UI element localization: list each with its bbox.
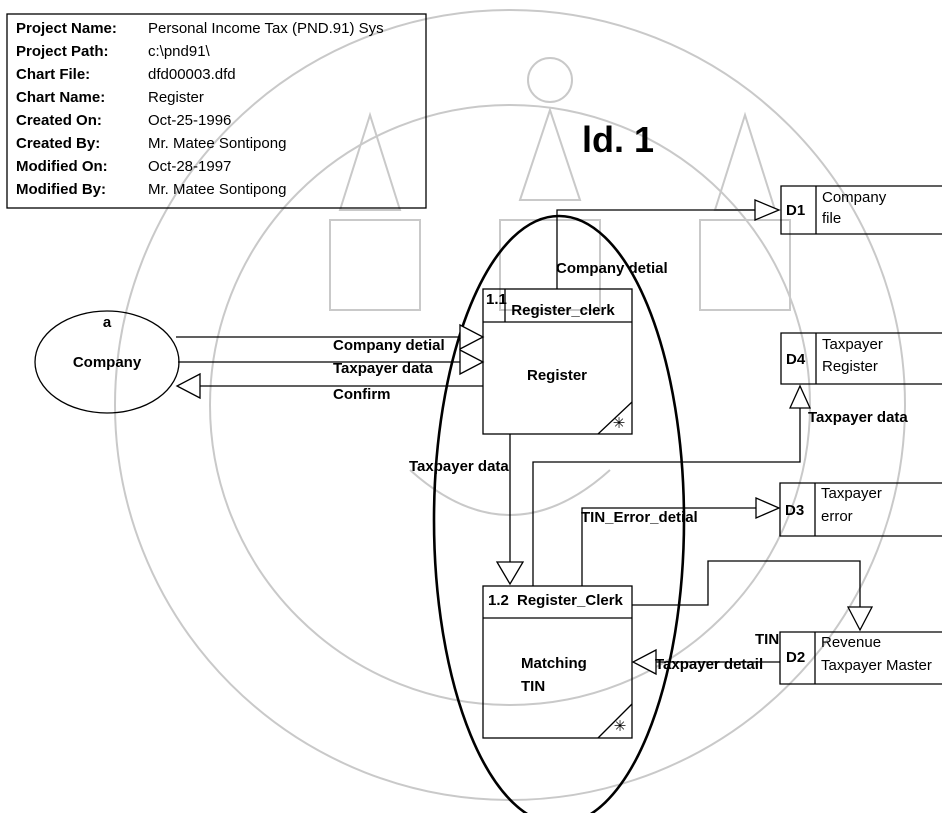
process-1-1: 1.1 Register_clerk Register ✳ <box>482 288 633 435</box>
info-value-chart-file: dfd00003.dfd <box>148 66 236 83</box>
info-value-chart-name: Register <box>148 89 204 106</box>
info-label-modified-on: Modified On: <box>16 158 108 175</box>
store-d2-id: D2 <box>786 649 805 666</box>
data-store-d2: D2 Revenue Taxpayer Master <box>779 631 942 685</box>
store-d3-name-line-1: Taxpayer <box>821 485 882 502</box>
figure-label: ld. 1 <box>582 119 654 160</box>
seal-watermark <box>114 9 906 801</box>
project-info-box: Project Name: Personal Income Tax (PND.9… <box>6 13 427 209</box>
flow-label-taxpayer-data-to-1-2: Taxpayer data <box>409 458 509 475</box>
flow-label-taxpayer-data-in: Taxpayer data <box>333 360 433 377</box>
info-value-created-by: Mr. Matee Sontipong <box>148 135 286 152</box>
store-d3-name-line-2: error <box>821 508 853 525</box>
flow-label-taxpayer-data-to-d4: Taxpayer data <box>808 409 908 426</box>
info-value-modified-on: Oct-28-1997 <box>148 158 231 175</box>
info-box-border <box>6 13 427 209</box>
flow-label-tin: TIN <box>755 631 779 648</box>
data-store-d1: D1 Company file <box>780 185 942 235</box>
info-label-modified-by: Modified By: <box>16 181 106 198</box>
process-1-2: 1.2 Register_Clerk Matching TIN ✳ <box>482 585 633 739</box>
store-d1-name-line-2: file <box>822 210 841 227</box>
info-label-project-path: Project Path: <box>16 43 109 60</box>
info-value-created-on: Oct-25-1996 <box>148 112 231 129</box>
entity-id: a <box>103 314 112 331</box>
flow-taxpayer-data-in: Taxpayer data <box>178 348 485 377</box>
flow-label-confirm-out: Confirm <box>333 386 391 403</box>
flow-confirm-out: Confirm <box>175 372 483 403</box>
data-store-d3: D3 Taxpayer error <box>779 482 942 537</box>
flow-label-company-detial-in: Company detial <box>333 337 445 354</box>
info-label-project-name: Project Name: <box>16 20 117 37</box>
process-1-2-name-line-1: Matching <box>521 655 587 672</box>
process-1-1-id: 1.1 <box>486 291 507 308</box>
store-d1-id: D1 <box>786 202 805 219</box>
info-label-created-on: Created On: <box>16 112 102 129</box>
process-1-1-actor: Register_clerk <box>511 302 615 319</box>
entity-name: Company <box>73 354 142 371</box>
data-store-d4: D4 Taxpayer Register <box>780 332 942 385</box>
flow-taxpayer-detail: Taxpayer detail <box>631 648 780 676</box>
highlight-oval <box>432 214 686 813</box>
store-d3-id: D3 <box>785 502 804 519</box>
flow-label-taxpayer-detail: Taxpayer detail <box>655 656 763 673</box>
flow-tin-error-detial: TIN_Error_detial <box>581 497 781 586</box>
flow-company-detial-in: Company detial <box>176 323 485 354</box>
flow-taxpayer-data-to-1-2: Taxpayer data <box>409 434 525 586</box>
flow-company-detial-to-d1: Company detial <box>556 199 781 289</box>
store-d4-name-line-2: Register <box>822 358 878 375</box>
process-1-2-name-line-2: TIN <box>521 678 545 695</box>
store-d4-name-line-1: Taxpayer <box>822 336 883 353</box>
flow-label-company-detial-to-d1: Company detial <box>556 260 668 277</box>
info-label-chart-name: Chart Name: <box>16 89 105 106</box>
store-d4-id: D4 <box>786 351 806 368</box>
process-1-2-actor: Register_Clerk <box>517 592 624 609</box>
flow-label-tin-error-detial: TIN_Error_detial <box>581 509 698 526</box>
external-entity-company: a Company <box>34 310 180 414</box>
store-d1-name-line-1: Company <box>822 189 887 206</box>
store-d2-name-line-1: Revenue <box>821 634 881 651</box>
process-1-2-marker-icon: ✳ <box>614 718 627 735</box>
flow-taxpayer-data-to-d4: Taxpayer data <box>532 384 908 586</box>
info-value-project-path: c:\pnd91\ <box>148 43 211 60</box>
info-label-chart-file: Chart File: <box>16 66 90 83</box>
info-label-created-by: Created By: <box>16 135 100 152</box>
info-value-project-name: Personal Income Tax (PND.91) Sys <box>148 20 384 37</box>
store-d2-name-line-2: Taxpayer Master <box>821 657 932 674</box>
info-value-modified-by: Mr. Matee Sontipong <box>148 181 286 198</box>
process-1-2-id: 1.2 <box>488 592 509 609</box>
flow-tin: TIN <box>632 560 874 648</box>
process-1-1-name: Register <box>527 367 587 384</box>
process-1-1-marker-icon: ✳ <box>613 415 626 432</box>
